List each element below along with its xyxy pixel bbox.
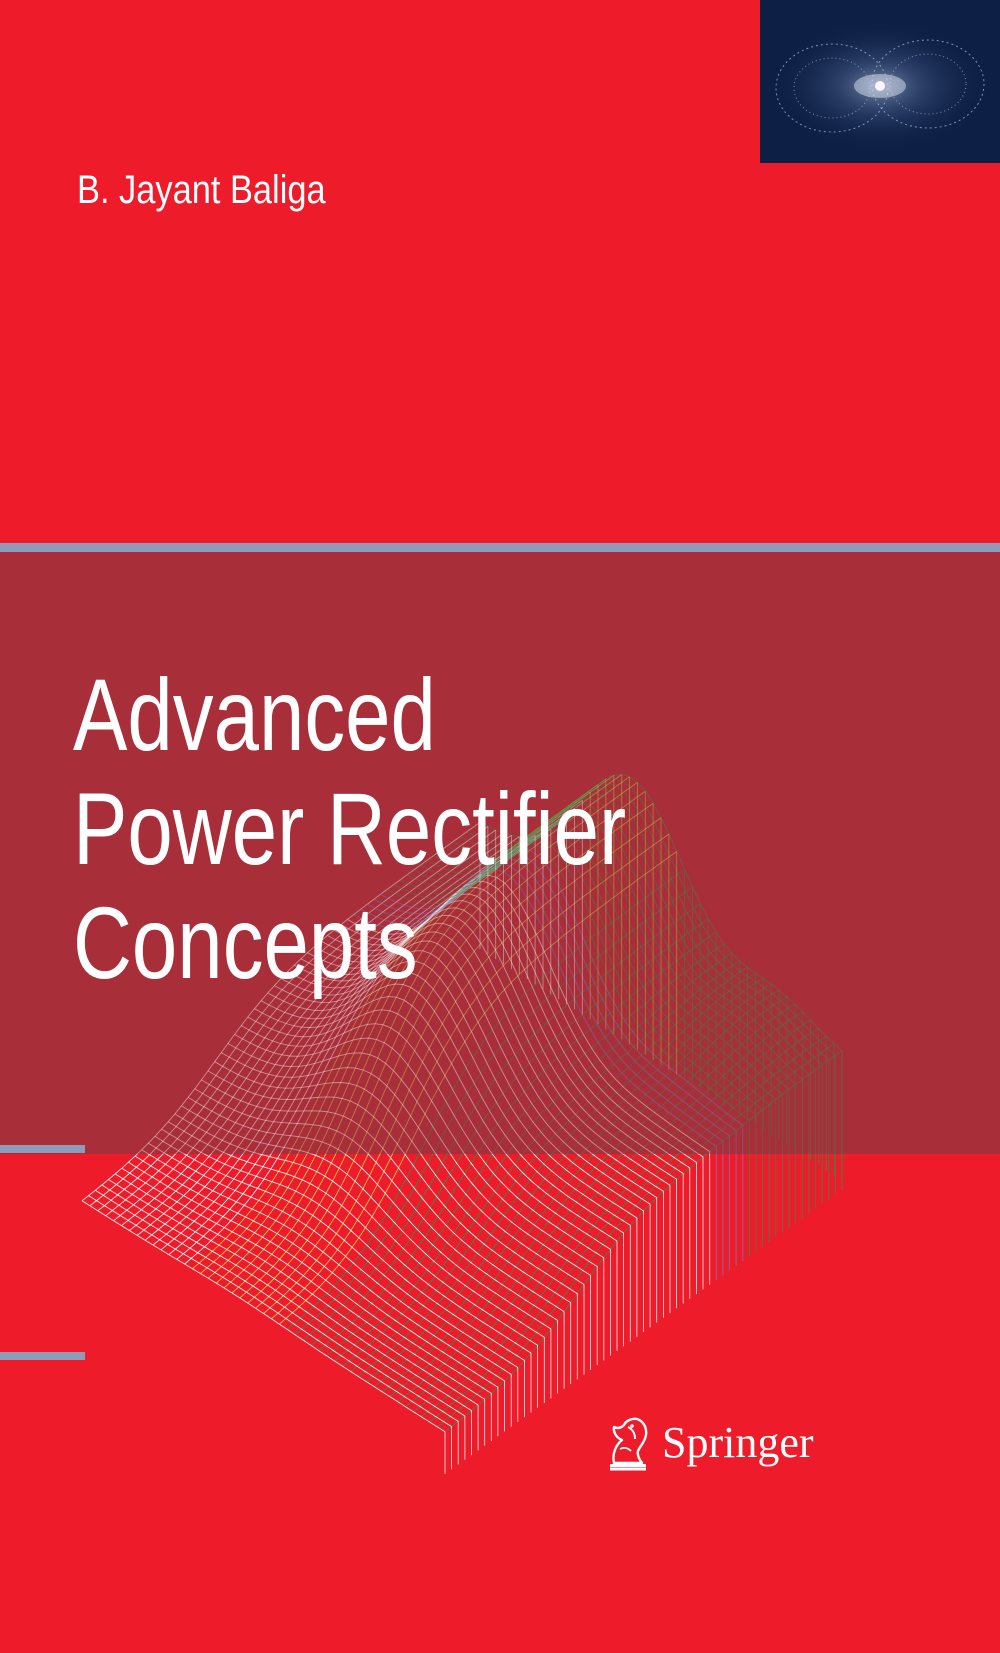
top-rule (0, 543, 1000, 552)
title-line-1: Advanced (73, 658, 436, 772)
title-line-3: Concepts (73, 886, 418, 1000)
mid-rule (0, 1145, 85, 1153)
author-name: B. Jayant Baliga (77, 168, 326, 212)
publisher-name: Springer (662, 1418, 814, 1467)
low-rule (0, 1352, 85, 1360)
title-band (0, 552, 1000, 1154)
title-line-2: Power Rectifier (73, 772, 627, 886)
nebula-thumbnail (760, 0, 1000, 163)
publisher-imprint: Springer (602, 1415, 814, 1471)
springer-horse-logo (610, 1417, 648, 1471)
book-title: Advanced Power Rectifier Concepts (73, 658, 626, 1000)
